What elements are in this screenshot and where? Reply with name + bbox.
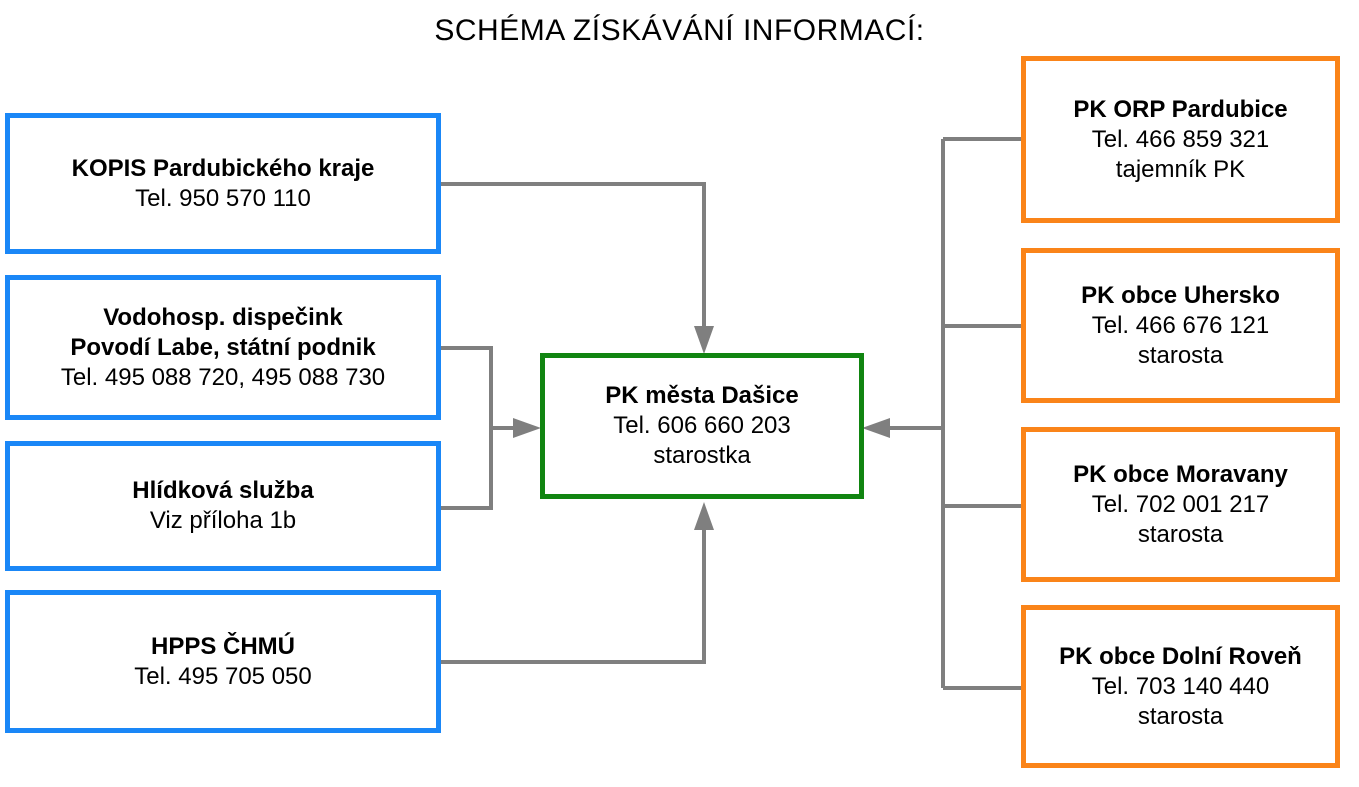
source-name: KOPIS Pardubického kraje xyxy=(71,154,375,182)
target-name: PK obce Dolní Roveň xyxy=(1059,642,1302,670)
target-role: starosta xyxy=(1137,341,1224,369)
target-box-dolni-roven: PK obce Dolní Roveň Tel. 703 140 440 sta… xyxy=(1021,605,1340,768)
source-phone: Tel. 495 705 050 xyxy=(134,662,312,690)
source-box-hlidkova-sluzba: Hlídková služba Viz příloha 1b xyxy=(5,441,441,571)
target-name: PK ORP Pardubice xyxy=(1073,95,1288,123)
center-role: starostka xyxy=(653,442,751,469)
source-name-line2: Povodí Labe, státní podnik xyxy=(70,333,376,361)
arrowhead-bottom xyxy=(694,502,714,530)
diagram-title: SCHÉMA ZÍSKÁVÁNÍ INFORMACÍ: xyxy=(434,14,925,47)
arrowhead-left xyxy=(513,418,541,438)
center-name: PK města Dašice xyxy=(605,382,799,409)
target-name: PK obce Uhersko xyxy=(1081,281,1280,309)
source-box-kopis: KOPIS Pardubického kraje Tel. 950 570 11… xyxy=(5,113,441,254)
target-name: PK obce Moravany xyxy=(1073,460,1288,488)
source-phone: Tel. 950 570 110 xyxy=(135,184,311,212)
source-box-vodohosp: Vodohosp. dispečink Povodí Labe, státní … xyxy=(5,275,441,420)
source-phone: Tel. 495 088 720, 495 088 730 xyxy=(60,363,386,391)
target-box-moravany: PK obce Moravany Tel. 702 001 217 staros… xyxy=(1021,427,1340,582)
source-name: Hlídková služba xyxy=(132,477,314,504)
target-phone: Tel. 703 140 440 xyxy=(1091,672,1270,700)
source-box-hpps-chmu: HPPS ČHMÚ Tel. 495 705 050 xyxy=(5,590,441,733)
arrowhead-right xyxy=(862,418,890,438)
arrowhead-top xyxy=(694,326,714,354)
source-phone: Viz příloha 1b xyxy=(149,507,297,534)
connector-vodohosp xyxy=(441,346,493,510)
target-phone: Tel. 702 001 217 xyxy=(1091,490,1270,518)
target-role: starosta xyxy=(1137,520,1224,548)
source-name: HPPS ČHMÚ xyxy=(150,632,295,660)
source-name-line1: Vodohosp. dispečink xyxy=(103,303,343,331)
target-box-orp-pardubice: PK ORP Pardubice Tel. 466 859 321 tajemn… xyxy=(1021,56,1340,223)
center-phone: Tel. 606 660 203 xyxy=(613,412,791,439)
connector-kopis xyxy=(441,182,706,330)
target-role: starosta xyxy=(1137,702,1224,730)
target-phone: Tel. 466 676 121 xyxy=(1091,311,1270,339)
target-box-uhersko: PK obce Uhersko Tel. 466 676 121 starost… xyxy=(1021,248,1340,403)
target-phone: Tel. 466 859 321 xyxy=(1091,125,1270,153)
connector-hpps xyxy=(441,528,706,664)
target-role: tajemník PK xyxy=(1115,155,1246,183)
center-box-pk-dasice: PK města Dašice Tel. 606 660 203 starost… xyxy=(540,353,864,499)
